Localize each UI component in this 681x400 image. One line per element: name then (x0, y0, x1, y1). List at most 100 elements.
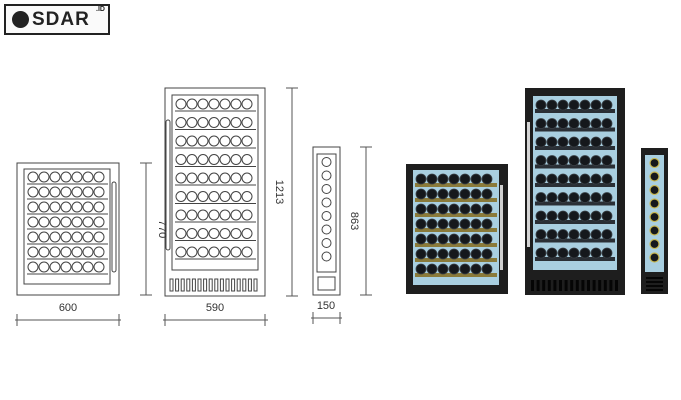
bottle (415, 233, 427, 245)
bottle (535, 99, 547, 111)
bottle-outline (219, 228, 231, 239)
bottle (546, 210, 558, 222)
bottle-outline (208, 117, 220, 128)
bottle (470, 203, 482, 215)
vent-slot (587, 280, 590, 291)
bottle (546, 192, 558, 203)
bottle-outline (186, 246, 198, 258)
bottle-outline (38, 261, 50, 273)
bottle (535, 247, 547, 259)
bottle (557, 118, 569, 129)
bottle (546, 155, 558, 166)
vent-slot (253, 278, 258, 292)
bottle-outline (82, 216, 94, 228)
bottle (426, 218, 438, 230)
bottle (649, 252, 660, 263)
bottle-outline (241, 191, 253, 202)
vent-slot (603, 280, 607, 291)
bottle-outline (175, 228, 187, 239)
bottle-outline (82, 186, 94, 198)
large-cooler-outline (164, 87, 266, 297)
bottle-outline (321, 197, 332, 208)
vent-slot (536, 280, 540, 291)
bottle (459, 188, 471, 200)
bottle-outline (219, 191, 231, 202)
bottle-outline (49, 201, 61, 213)
shelf-bar (535, 201, 615, 206)
bottle-outline (241, 209, 253, 221)
bottle (546, 136, 558, 148)
bottle (557, 173, 569, 185)
bottle-outline (197, 209, 209, 221)
shelf-bar (535, 127, 615, 132)
logo-text: SDAR (32, 9, 90, 30)
vent-slot (247, 278, 252, 292)
vent-slot (564, 280, 568, 291)
bottle (546, 229, 558, 240)
bottle-outline (38, 246, 50, 258)
bottle (415, 203, 427, 215)
bottle (649, 157, 660, 169)
bottle (459, 248, 471, 260)
bottle-outline (175, 209, 187, 221)
bottle-outline (230, 209, 242, 221)
bottle-outline (93, 171, 105, 183)
bottle-outline (241, 154, 253, 165)
bottle-outline (71, 201, 83, 213)
bottle (590, 247, 602, 259)
bottle (448, 188, 460, 200)
shelf-bar (415, 213, 497, 217)
bottle (579, 173, 591, 185)
bottle-outline (175, 191, 187, 202)
bottle-outline (321, 170, 332, 181)
bottle (590, 210, 602, 222)
bottle-outline (82, 171, 94, 183)
vent-slot (547, 280, 551, 291)
vent-slot (203, 278, 208, 292)
vent-slot (191, 278, 196, 292)
vent-slot (214, 278, 219, 292)
bottle-outline (186, 98, 198, 110)
shelf-bar (415, 258, 497, 262)
vent-slot (570, 280, 574, 291)
bottle-outline (321, 184, 332, 194)
small-cooler-render (406, 164, 508, 294)
bottle-outline (82, 201, 94, 213)
bottle-outline (49, 231, 61, 243)
bottle-outline (82, 231, 94, 243)
bottle-outline (71, 261, 83, 273)
bottle (557, 229, 569, 240)
vent-slot (180, 278, 185, 292)
bottle-outline (82, 246, 94, 258)
bottle (426, 248, 438, 260)
bottle-outline (38, 216, 50, 228)
bottle-outline (49, 216, 61, 228)
bottle-outline (208, 98, 220, 110)
slim-render-vent (646, 277, 663, 291)
bottle-outline (208, 209, 220, 221)
bottle (448, 248, 460, 260)
bottle (546, 247, 558, 259)
bottle (568, 192, 580, 203)
bottle (579, 229, 591, 240)
bottle (649, 225, 660, 236)
bottle-outline (49, 186, 61, 198)
bottle-outline (208, 228, 220, 239)
slim-height-label: 863 (348, 212, 360, 230)
bottle-outline (219, 246, 231, 258)
vent-slot (646, 281, 663, 283)
vent-slot (175, 278, 180, 292)
bottle (579, 136, 591, 148)
bottle (601, 229, 613, 240)
bottle-outline (60, 231, 72, 243)
bottle-outline (219, 135, 231, 147)
bottle-outline (197, 228, 209, 239)
bottle-outline (230, 154, 242, 165)
bottle-outline (60, 246, 72, 258)
bottle (426, 173, 438, 185)
bottle (470, 248, 482, 260)
bottle-outline (197, 191, 209, 202)
bottle (535, 136, 547, 148)
bottle-outline (208, 172, 220, 184)
